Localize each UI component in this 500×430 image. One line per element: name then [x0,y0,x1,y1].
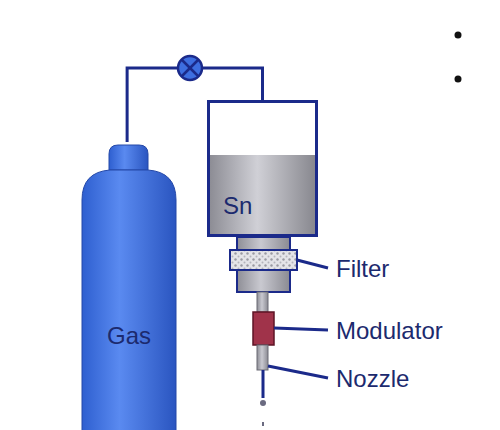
leader-line [274,328,328,330]
bullet-dot [455,76,462,83]
valve-cross [182,60,198,76]
filter-element [230,250,297,270]
part-label: Nozzle [336,365,409,393]
neck-lower [237,270,290,292]
valve-symbol [178,56,202,80]
modulator-block [253,312,274,345]
neck-upper [237,237,290,251]
nozzle-tip [262,370,265,398]
leader-line [297,260,328,268]
node-label: Sn [223,192,252,220]
tube-lower [257,345,268,370]
droplet [260,400,266,406]
droplet-small [262,422,264,426]
valve-cross [182,60,198,76]
node-label: Gas [107,322,151,350]
gas-cylinder: Gas [82,142,176,430]
tin-reservoir: Sn [207,100,318,237]
leader-line [268,366,328,378]
node-outline [82,142,176,430]
tube-upper [257,292,268,312]
part-label: Filter [336,255,389,283]
part-label: Modulator [336,317,443,345]
bullet-dot [455,32,462,39]
